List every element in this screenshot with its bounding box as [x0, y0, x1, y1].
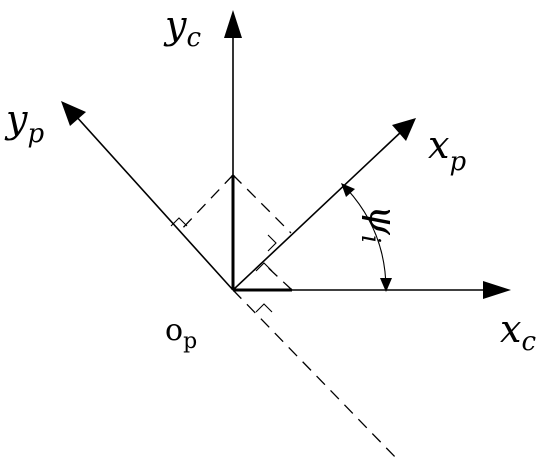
angle-arc-arrowhead	[380, 278, 392, 292]
yc-arrowhead	[224, 10, 242, 38]
origin-label: op	[165, 313, 197, 354]
right-angle-marker	[267, 234, 277, 252]
xc-label: xc	[500, 307, 536, 357]
angle-arc	[346, 188, 387, 291]
right-angle-marker	[170, 217, 188, 227]
xp-axis	[232, 130, 403, 291]
angle-arc-arrowhead	[341, 183, 355, 197]
xc-arrowhead	[483, 281, 511, 299]
projection-line	[177, 174, 234, 234]
yc-label: yc	[163, 3, 201, 53]
yp-arrowhead	[61, 101, 86, 126]
right-angle-marker	[255, 262, 273, 272]
angle-psi-label: ψi	[355, 205, 405, 243]
yp-label: yp	[4, 97, 44, 149]
yp-axis-extension	[232, 289, 399, 461]
xp-label: xp	[428, 123, 466, 177]
right-angle-marker	[255, 303, 273, 313]
projection-line	[261, 261, 293, 291]
projection-line	[232, 174, 292, 234]
xp-arrowhead	[392, 118, 416, 141]
yp-axis	[74, 114, 234, 291]
